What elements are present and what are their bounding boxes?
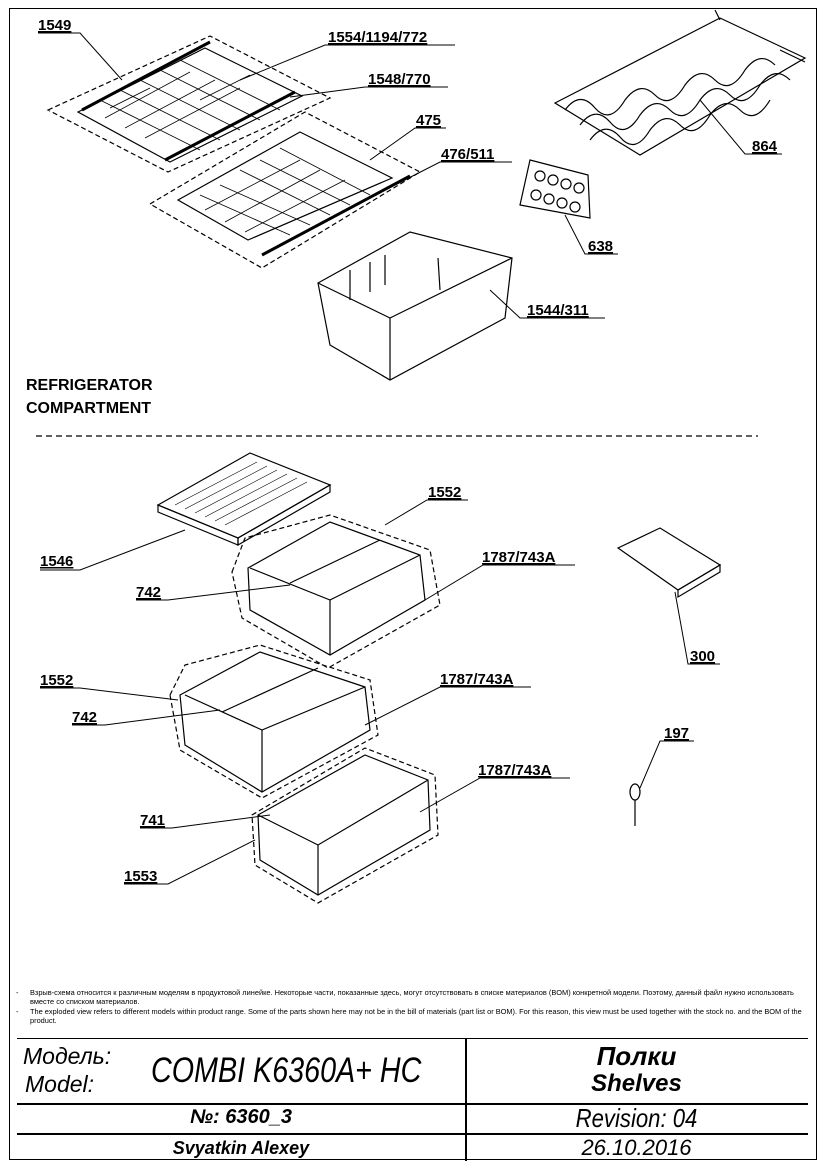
author: Svyatkin Alexey — [172, 1138, 310, 1158]
part-label: 1549 — [38, 17, 71, 34]
title-block: Модель: Model: COMBI K6360A+ HC Полки Sh… — [17, 1038, 808, 1161]
section-title-line-2: COMPARTMENT — [26, 400, 151, 417]
part-label: 742 — [136, 584, 161, 601]
part-label: 1544/311 — [527, 302, 589, 319]
note-ru: -Взрыв-схема относится к различным модел… — [10, 988, 810, 1007]
note-en: -The exploded view refers to different m… — [10, 1007, 810, 1026]
drawer-middle — [169, 644, 379, 799]
part-label: 864 — [752, 138, 778, 155]
part-label: 475 — [416, 112, 441, 129]
part-label: 197 — [664, 725, 689, 742]
note-ru-text: Взрыв-схема относится к различным моделя… — [30, 988, 794, 1007]
egg-tray-638 — [519, 159, 591, 219]
part-label: 1787/743A — [478, 762, 552, 779]
part-label: 1787/743A — [440, 671, 514, 688]
part-label: 1554/1194/772 — [328, 29, 427, 46]
part-label: 1546 — [40, 553, 73, 570]
disclaimer-notes: -Взрыв-схема относится к различным модел… — [10, 988, 810, 1026]
part-label: 1548/770 — [368, 71, 431, 88]
title-ru: Полки — [596, 1041, 677, 1071]
glass-shelf-475 — [148, 111, 422, 269]
shelf-1546 — [156, 452, 332, 547]
part-197 — [629, 783, 641, 826]
title-en: Shelves — [591, 1070, 682, 1097]
drawing-number: №: 6360_3 — [190, 1106, 292, 1128]
part-label: 476/511 — [441, 146, 494, 163]
drawer-lower-1553 — [251, 747, 439, 904]
model-label-en: Model: — [25, 1071, 95, 1097]
drawing-frame — [9, 8, 817, 1160]
drawer-upper — [231, 514, 441, 669]
section-title-line-1: REFRIGERATOR — [26, 377, 153, 394]
part-label: 742 — [72, 709, 97, 726]
revision: Revision: 04 — [575, 1103, 698, 1133]
note-en-text: The exploded view refers to different mo… — [30, 1006, 802, 1026]
model-label-ru: Модель: — [23, 1043, 112, 1069]
part-label: 741 — [140, 812, 165, 829]
part-label: 1787/743A — [482, 549, 556, 566]
wine-rack-864 — [553, 9, 807, 156]
model-name: COMBI K6360A+ HC — [151, 1051, 422, 1090]
crisper-drawer-1544 — [317, 231, 513, 381]
ice-tray-300 — [616, 527, 722, 599]
part-label: 300 — [690, 648, 715, 665]
part-label: 1552 — [428, 484, 461, 501]
glass-shelf-1554 — [46, 35, 332, 173]
part-label: 1552 — [40, 672, 73, 689]
part-label: 1553 — [124, 868, 157, 885]
date: 26.10.2016 — [581, 1135, 692, 1160]
part-label: 638 — [588, 238, 613, 255]
